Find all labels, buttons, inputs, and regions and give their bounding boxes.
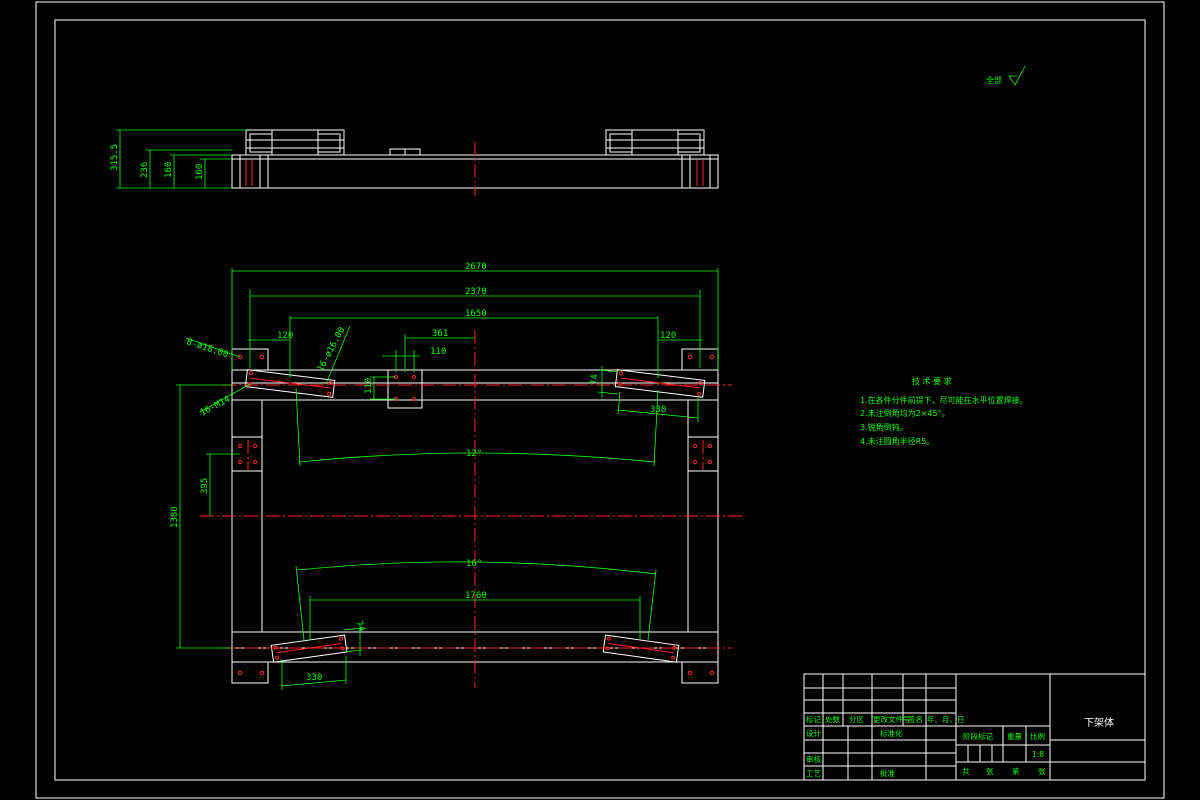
side-dim-label: 236	[140, 162, 150, 178]
dim-inner-length: 2370	[465, 287, 487, 297]
dim-angle-top: 12°	[466, 449, 482, 459]
dim-side-120-right: 120	[660, 331, 676, 341]
tech-req-item: 2.未注倒角均为2×45°。	[860, 408, 950, 418]
inner-border	[54, 19, 1146, 781]
dim-side-120-left: 120	[277, 331, 293, 341]
tb-label-review: 审核	[806, 754, 821, 764]
dim-angle-bottom: 16°	[466, 559, 482, 569]
plan-dimensions: 2670 2370 1650 120 120 361 110 110	[170, 262, 719, 690]
dim-pad-330-top: 330	[650, 405, 666, 415]
callout-16-holes: 16-ø16.00	[316, 326, 348, 374]
dim-overall-length: 2670	[465, 262, 487, 272]
tb-scale-value: 1:8	[1032, 750, 1044, 759]
surface-finish-note: 全部	[986, 75, 1002, 85]
plan-view: 2670 2370 1650 120 120 361 110 110	[170, 262, 742, 690]
tb-label-approve: 批准	[880, 768, 895, 778]
bolt-holes	[237, 354, 715, 676]
tb-label-process: 工艺	[806, 769, 821, 778]
tb-sheet-no: 第	[1012, 766, 1020, 776]
dim-half-395: 395	[200, 478, 210, 494]
tb-label-mark: 标记	[806, 714, 821, 724]
tb-label-weight: 重量	[1007, 732, 1022, 741]
title-block: 标记 处数 分区 更改文件号 签名 年、月、日 设计 标准化 审核 工艺 批准 …	[803, 673, 1146, 781]
outer-border	[35, 1, 1165, 799]
dim-tab-74-bottom: 74	[353, 620, 366, 634]
tb-label-zone: 分区	[849, 715, 864, 724]
dim-upper-span: 1650	[465, 309, 487, 319]
tech-req-item: 3.锐角倒钝。	[860, 422, 908, 432]
dim-offset-110-v: 110	[364, 378, 374, 394]
tb-label-scale: 比例	[1030, 731, 1045, 741]
callout-16-threads: 16-M14	[199, 395, 232, 419]
tb-label-standardize: 标准化	[880, 728, 903, 738]
dim-offset-110-h: 110	[430, 347, 446, 357]
side-view: 315.5 236 160 160	[110, 129, 719, 196]
side-dim-label: 160	[195, 164, 205, 180]
side-dim-label: 315.5	[110, 144, 120, 171]
tb-sheets-total: 共	[962, 767, 970, 776]
tb-label-design: 设计	[806, 728, 821, 738]
dim-tab-74-top: 74	[590, 374, 600, 385]
tech-req-item: 4.未注圆角半径R5。	[860, 436, 934, 446]
side-dim-label: 160	[164, 162, 174, 178]
tb-label-stage: 阶段标记	[963, 731, 993, 741]
surface-finish-symbol: 全部	[986, 65, 1026, 86]
tb-label-count: 处数	[825, 714, 840, 724]
technical-requirements: 技 术 要 求 1.在各件分件前提下，尽可能在水平位置焊接。 2.未注倒角均为2…	[860, 376, 1028, 446]
dim-pad-330-bottom: 330	[306, 673, 322, 683]
callout-8-holes: 8-ø18.00	[185, 337, 229, 360]
tb-label-change-doc: 更改文件号	[873, 714, 911, 724]
tb-sheets-unit: 张	[986, 767, 994, 776]
tb-label-date: 年、月、日	[927, 714, 965, 724]
tb-label-sign: 签名	[908, 714, 923, 724]
tb-sheet-unit: 张	[1038, 767, 1046, 776]
dim-offset-361: 361	[432, 329, 448, 339]
tech-req-item: 1.在各件分件前提下，尽可能在水平位置焊接。	[860, 395, 1028, 405]
tech-req-title: 技 术 要 求	[912, 376, 952, 386]
tb-part-name: 下架体	[1084, 717, 1114, 729]
side-dimensions: 315.5 236 160 160	[110, 129, 246, 189]
dim-height-1380: 1380	[170, 506, 180, 528]
dim-lower-span: 1760	[465, 591, 487, 601]
center-lines	[200, 330, 742, 688]
